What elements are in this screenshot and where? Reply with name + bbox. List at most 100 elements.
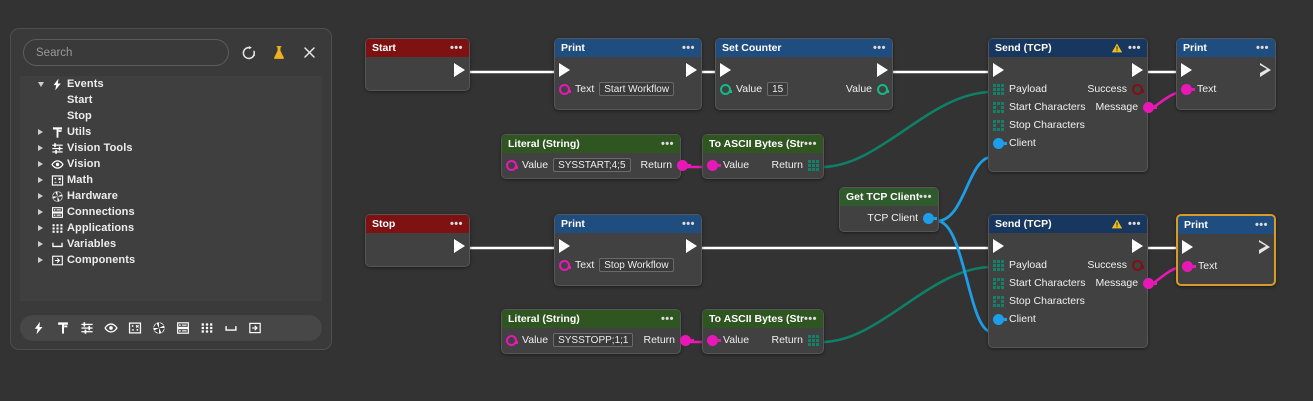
pin-bytes[interactable] <box>993 119 1004 131</box>
chevron-right-icon[interactable] <box>34 193 47 199</box>
exec-out-port[interactable] <box>454 63 465 77</box>
toolbar-eye-icon[interactable] <box>100 317 122 339</box>
tree-category-applications[interactable]: Applications <box>20 220 322 236</box>
pin-number[interactable] <box>720 83 732 95</box>
wire-client[interactable] <box>935 155 994 223</box>
chevron-right-icon[interactable] <box>34 145 47 151</box>
node-gettcp[interactable]: Get TCP Client ••• TCP Client <box>839 187 939 232</box>
node-header[interactable]: Literal (String) ••• <box>502 310 680 328</box>
node-menu-icon[interactable]: ••• <box>681 42 695 54</box>
tree-category-variables[interactable]: Variables <box>20 236 322 252</box>
pin-string[interactable] <box>1182 260 1196 272</box>
pin-number[interactable] <box>877 83 889 95</box>
node-header[interactable]: Send (TCP) ••• <box>989 215 1147 233</box>
tree-category-utils[interactable]: Utils <box>20 124 322 140</box>
pin-string[interactable] <box>1143 277 1158 289</box>
node-print4[interactable]: Print ••• Text <box>1176 214 1276 286</box>
wire-client[interactable] <box>935 219 994 334</box>
node-stop[interactable]: Stop ••• <box>365 214 470 267</box>
node-header[interactable]: Print ••• <box>555 215 701 233</box>
toolbar-lightning-icon[interactable] <box>28 317 50 339</box>
exec-out-port[interactable] <box>877 63 888 77</box>
node-print2[interactable]: Print ••• Text <box>1176 38 1276 110</box>
node-menu-icon[interactable]: ••• <box>660 138 674 150</box>
exec-out-port[interactable] <box>1132 63 1143 77</box>
node-header[interactable]: Get TCP Client ••• <box>840 188 938 206</box>
chevron-right-icon[interactable] <box>34 257 47 263</box>
tree-item-start[interactable]: Start <box>20 92 322 108</box>
pin-string[interactable] <box>677 159 692 171</box>
pin-bytes[interactable] <box>993 101 1004 113</box>
tree-category-connections[interactable]: Connections <box>20 204 322 220</box>
exec-in-port[interactable] <box>1181 63 1192 77</box>
warning-icon[interactable] <box>1111 218 1123 230</box>
node-menu-icon[interactable]: ••• <box>660 313 674 325</box>
exec-out-port[interactable] <box>686 63 697 77</box>
pin-client[interactable] <box>923 212 937 224</box>
pin-bytes[interactable] <box>993 295 1004 307</box>
pin-bool[interactable] <box>1132 259 1144 271</box>
chevron-right-icon[interactable] <box>34 129 47 135</box>
pin-bytes[interactable] <box>808 334 819 346</box>
node-menu-icon[interactable]: ••• <box>1127 42 1141 54</box>
pin-bytes[interactable] <box>808 159 819 171</box>
tree-category-vision-tools[interactable]: Vision Tools <box>20 140 322 156</box>
value-field[interactable]: SYSSTOPP;1;1 <box>553 333 634 347</box>
node-start[interactable]: Start ••• <box>365 38 470 91</box>
pin-string[interactable] <box>1181 83 1195 95</box>
value-field[interactable]: SYSSTART;4;5 <box>553 158 631 172</box>
node-header[interactable]: Stop ••• <box>366 215 469 233</box>
palette-category-toolbar[interactable] <box>20 315 322 341</box>
node-header[interactable]: Start ••• <box>366 39 469 57</box>
chevron-right-icon[interactable] <box>34 225 47 231</box>
exec-out-port[interactable] <box>1132 239 1143 253</box>
pin-string[interactable] <box>559 83 571 95</box>
flask-icon[interactable] <box>269 43 289 63</box>
pin-bool[interactable] <box>1132 83 1144 95</box>
node-header[interactable]: Print ••• <box>1178 216 1274 234</box>
node-header[interactable]: Set Counter ••• <box>716 39 892 57</box>
node-menu-icon[interactable]: ••• <box>1127 218 1141 230</box>
tree-category-components[interactable]: Components <box>20 252 322 268</box>
pin-bytes[interactable] <box>993 83 1004 95</box>
exec-out-port[interactable] <box>454 239 465 253</box>
pin-bytes[interactable] <box>993 259 1004 271</box>
node-menu-icon[interactable]: ••• <box>918 191 932 203</box>
exec-in-port[interactable] <box>559 239 570 253</box>
toolbar-tools-icon[interactable] <box>52 317 74 339</box>
node-menu-icon[interactable]: ••• <box>449 42 463 54</box>
node-header[interactable]: Send (TCP) ••• <box>989 39 1147 57</box>
pin-string[interactable] <box>559 259 571 271</box>
tree-category-hardware[interactable]: Hardware <box>20 188 322 204</box>
pin-client[interactable] <box>993 313 1007 325</box>
toolbar-applications-icon[interactable] <box>196 317 218 339</box>
pin-string[interactable] <box>506 159 518 171</box>
exec-in-port[interactable] <box>993 63 1004 77</box>
node-menu-icon[interactable]: ••• <box>449 218 463 230</box>
exec-out-port[interactable] <box>1259 240 1270 254</box>
node-menu-icon[interactable]: ••• <box>803 313 817 325</box>
node-header[interactable]: Print ••• <box>555 39 701 57</box>
chevron-right-icon[interactable] <box>34 177 47 183</box>
pin-string[interactable] <box>680 334 694 346</box>
node-header[interactable]: Print ••• <box>1177 39 1275 57</box>
tree-category-events[interactable]: Events <box>20 76 322 92</box>
toolbar-aperture-icon[interactable] <box>148 317 170 339</box>
exec-out-port[interactable] <box>1260 63 1271 77</box>
pin-string[interactable] <box>707 159 721 171</box>
warning-icon[interactable] <box>1111 42 1123 54</box>
value-field[interactable]: Start Workflow <box>599 82 675 96</box>
exec-out-port[interactable] <box>686 239 697 253</box>
node-header[interactable]: To ASCII Bytes (String) ••• <box>703 310 823 328</box>
pin-client[interactable] <box>993 137 1007 149</box>
search-input[interactable] <box>23 39 229 66</box>
toolbar-sliders-icon[interactable] <box>76 317 98 339</box>
value-field[interactable]: Stop Workflow <box>599 258 674 272</box>
